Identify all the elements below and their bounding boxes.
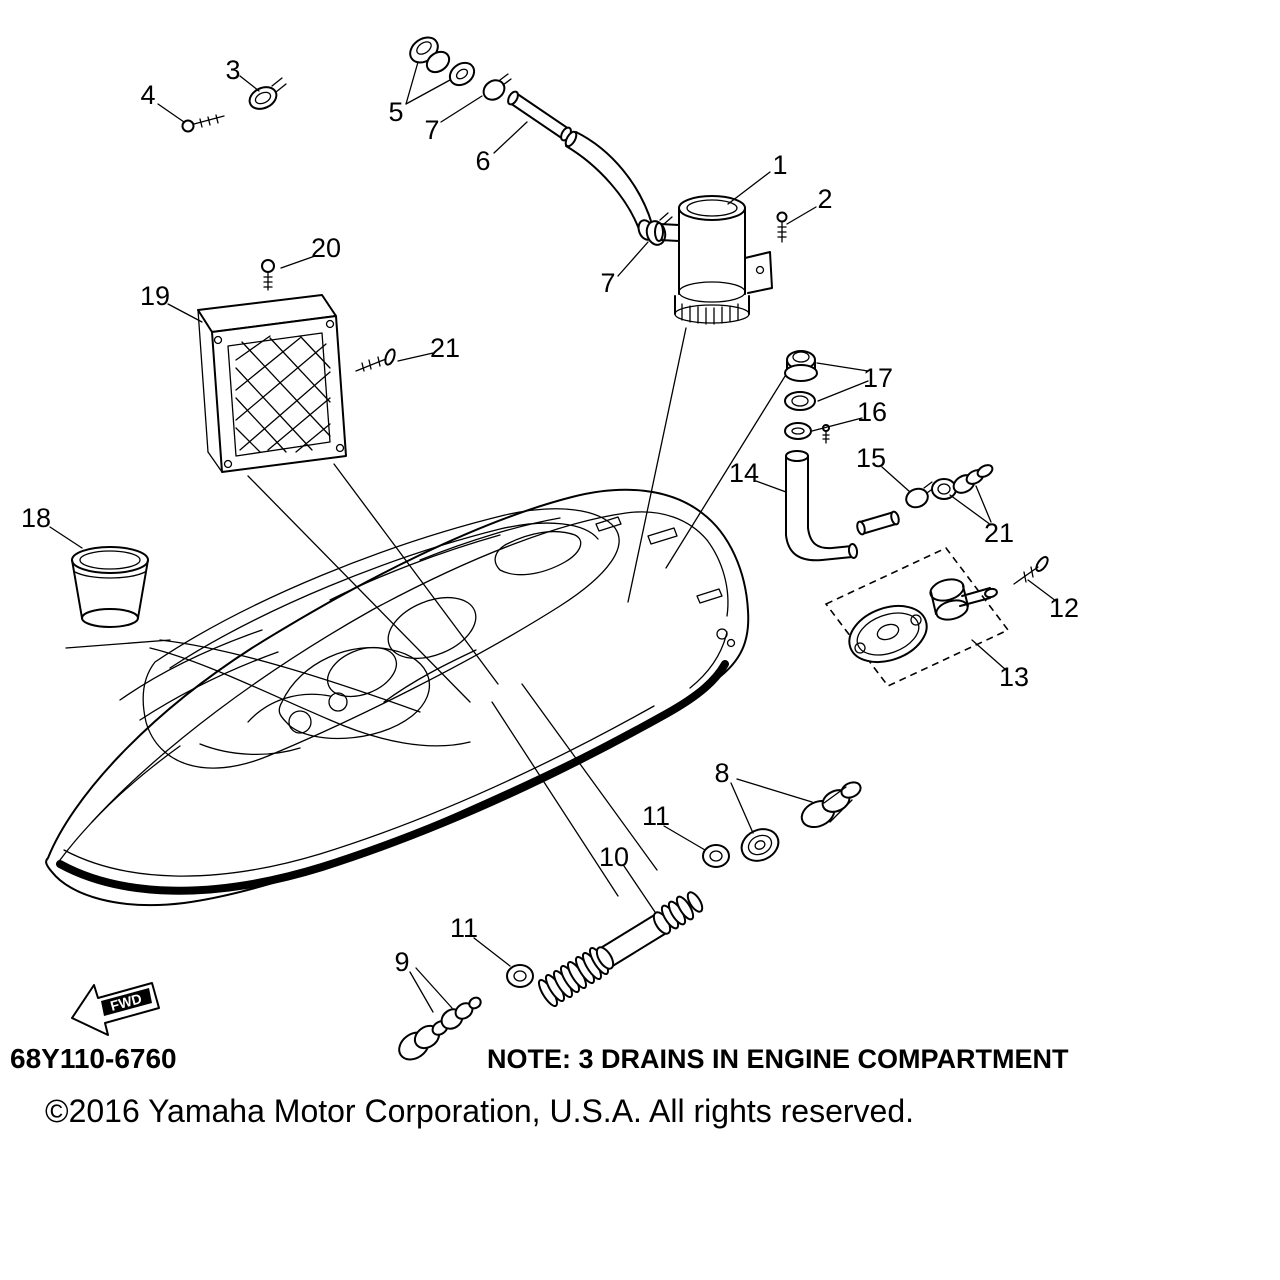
- drain-fitting-assembly: [824, 547, 1049, 687]
- bilge-pump-part: [654, 195, 788, 325]
- fwd-arrow: FWD: [71, 982, 160, 1036]
- callout-6: 6: [475, 146, 490, 176]
- callout-3: 3: [225, 55, 240, 85]
- part-code: 68Y110-6760: [10, 1043, 177, 1074]
- drain-cup-part: [71, 546, 149, 628]
- callout-21-right: 21: [984, 518, 1014, 548]
- callout-11-lower: 11: [450, 913, 478, 943]
- callout-7-pump: 7: [600, 268, 615, 298]
- callout-8: 8: [714, 758, 729, 788]
- callout-1: 1: [772, 150, 787, 180]
- stern-grommet-parts: [740, 781, 862, 862]
- elbow-hose-parts: [785, 450, 994, 562]
- callout-9: 9: [394, 947, 409, 977]
- hose-fittings-parts: [409, 36, 673, 246]
- callout-14: 14: [729, 458, 759, 488]
- footer-text: 68Y110-6760 NOTE: 3 DRAINS IN ENGINE COM…: [10, 1043, 1069, 1129]
- callout-10: 10: [599, 842, 629, 872]
- note-text: NOTE: 3 DRAINS IN ENGINE COMPARTMENT: [487, 1044, 1069, 1074]
- callout-21-left: 21: [430, 333, 460, 363]
- callout-15: 15: [856, 443, 886, 473]
- callout-7-top: 7: [424, 115, 439, 145]
- callout-20: 20: [311, 233, 341, 263]
- callout-numbers: 1 2 3 4 5 6 7 7 8 9 10 11 11 12 13 14 15…: [21, 55, 1079, 977]
- fwd-label: FWD: [109, 990, 144, 1014]
- callout-12: 12: [1049, 593, 1079, 623]
- callout-2: 2: [817, 184, 832, 214]
- hull-drawing: [45, 488, 750, 907]
- callout-4: 4: [140, 80, 155, 110]
- outlet-fitting-parts: [784, 350, 830, 444]
- clamp-and-screw-parts: [181, 77, 287, 133]
- leader-lines: [49, 61, 1057, 1013]
- location-lines: [65, 327, 801, 897]
- callout-13: 13: [999, 662, 1029, 692]
- callout-16: 16: [857, 397, 887, 427]
- copyright-text: ©2016 Yamaha Motor Corporation, U.S.A. A…: [45, 1093, 914, 1129]
- callout-5: 5: [388, 97, 403, 127]
- drain-tube-assembly: [398, 844, 730, 1061]
- callout-17: 17: [863, 363, 893, 393]
- screen-box-parts: [197, 259, 396, 473]
- callout-11-upper: 11: [642, 801, 670, 831]
- fwd-arrow-band: [101, 988, 152, 1016]
- callout-19: 19: [140, 281, 170, 311]
- callout-18: 18: [21, 503, 51, 533]
